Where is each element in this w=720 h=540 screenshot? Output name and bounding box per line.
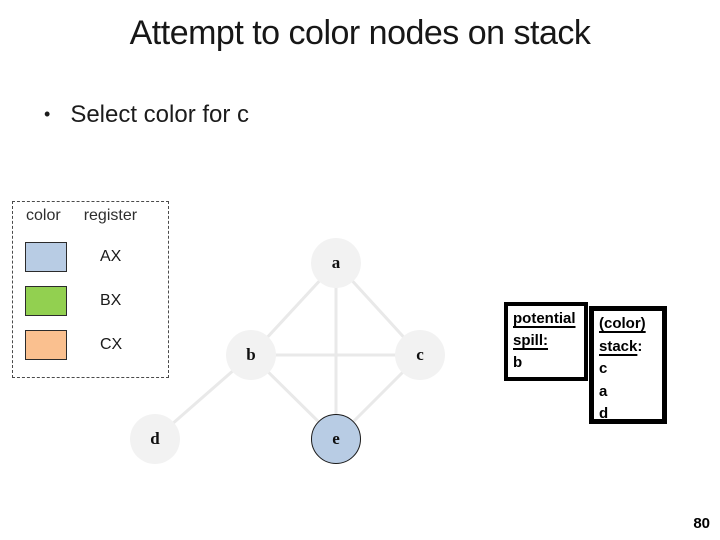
legend-header-register: register <box>83 207 138 224</box>
color-swatch-bx <box>25 286 67 316</box>
legend-row-ax: AX <box>25 242 168 272</box>
legend-header: color register <box>26 207 168 225</box>
color-register-legend: color register AX BX CX <box>12 201 169 378</box>
graph-node-b: b <box>226 330 276 380</box>
legend-row-cx: CX <box>25 330 168 360</box>
graph-node-label: c <box>416 345 424 364</box>
graph-node-c: c <box>395 330 445 380</box>
legend-row-bx: BX <box>25 286 168 316</box>
slide-title: Attempt to color nodes on stack <box>129 14 591 52</box>
bullet-glyph: • <box>44 104 51 124</box>
color-swatch-cx <box>25 330 67 360</box>
spill-box-header-line2: spill: <box>513 332 549 349</box>
graph-node-label: a <box>331 253 341 272</box>
page-number: 80 <box>693 515 710 532</box>
register-label-bx: BX <box>100 292 122 309</box>
legend-header-color: color <box>26 207 61 224</box>
potential-spill-box: potential spill: b <box>504 302 588 381</box>
graph-node-d: d <box>130 414 180 464</box>
bullet-line: • Select color for c <box>44 101 249 129</box>
graph-node-e: e <box>311 414 361 464</box>
spill-box-header-line1: potential <box>513 310 576 327</box>
bullet-text: Select color for c <box>70 101 250 128</box>
stack-box-header-line1: (color) <box>599 315 646 332</box>
stack-box-item: c <box>599 360 608 377</box>
stack-box-item: d <box>599 405 609 422</box>
stack-box-item: a <box>599 382 608 400</box>
register-label-cx: CX <box>100 336 123 353</box>
color-swatch-ax <box>25 242 67 272</box>
stack-box-header-line2: stack: <box>599 337 643 355</box>
color-stack-box: (color) stack: c a d <box>589 306 667 424</box>
graph-node-label: d <box>150 429 160 448</box>
graph-node-label: e <box>332 429 340 448</box>
graph-node-a: a <box>311 238 361 288</box>
spill-box-item: b <box>513 354 523 371</box>
register-label-ax: AX <box>100 248 122 265</box>
graph-node-label: b <box>246 345 256 364</box>
